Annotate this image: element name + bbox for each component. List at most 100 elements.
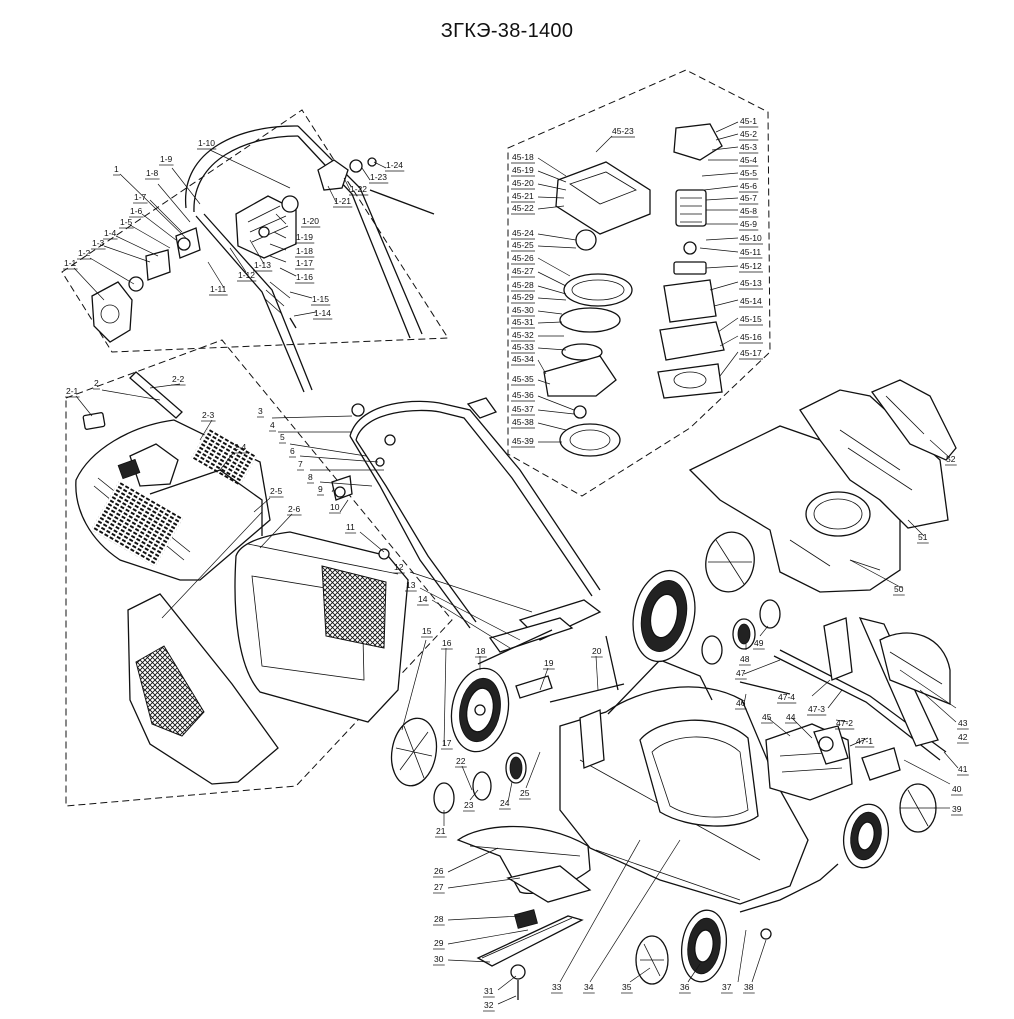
callout-2-4: 2-4 xyxy=(234,442,247,452)
callout-23: 23 xyxy=(464,800,474,810)
callout-1-15: 1-15 xyxy=(312,294,329,304)
callout-24: 24 xyxy=(500,798,510,808)
callout-1-1: 1-1 xyxy=(64,258,77,268)
callout-40: 40 xyxy=(952,784,962,794)
callout-8: 8 xyxy=(308,472,313,482)
callout-1-17: 1-17 xyxy=(296,258,313,268)
callout-45-32: 45-32 xyxy=(512,330,534,340)
callout-1-24: 1-24 xyxy=(386,160,403,170)
callout-15: 15 xyxy=(422,626,432,636)
callout-1-4: 1-4 xyxy=(104,228,117,238)
callout-31: 31 xyxy=(484,986,494,996)
callout-39: 39 xyxy=(952,804,962,814)
callout-2-5: 2-5 xyxy=(270,486,283,496)
callout-45-7: 45-7 xyxy=(740,193,757,203)
callout-1-3: 1-3 xyxy=(92,238,105,248)
callout-44: 44 xyxy=(786,712,796,722)
callout-47-2: 47-2 xyxy=(836,718,853,728)
callout-25: 25 xyxy=(520,788,530,798)
callout-45-33: 45-33 xyxy=(512,342,534,352)
rear-left-wheels xyxy=(390,667,527,814)
callout-36: 36 xyxy=(680,982,690,992)
callout-45-30: 45-30 xyxy=(512,305,534,315)
callout-9: 9 xyxy=(318,484,323,494)
callout-45-28: 45-28 xyxy=(512,280,534,290)
callout-45-17: 45-17 xyxy=(740,348,762,358)
callout-47: 47 xyxy=(736,668,746,678)
callout-45-25: 45-25 xyxy=(512,240,534,250)
blade-assembly xyxy=(456,825,592,1000)
callout-45-18: 45-18 xyxy=(512,152,534,162)
callout-1-10: 1-10 xyxy=(198,138,215,148)
callout-43: 43 xyxy=(958,718,968,728)
callout-45-9: 45-9 xyxy=(740,219,757,229)
callout-45-24: 45-24 xyxy=(512,228,534,238)
callout-47-4: 47-4 xyxy=(778,692,795,702)
callout-45-4: 45-4 xyxy=(740,155,757,165)
callout-52: 52 xyxy=(946,454,956,464)
callout-1-21: 1-21 xyxy=(334,196,351,206)
callout-45-16: 45-16 xyxy=(740,332,762,342)
callout-7: 7 xyxy=(298,459,303,469)
callout-45-14: 45-14 xyxy=(740,296,762,306)
callout-49: 49 xyxy=(754,638,764,648)
front-left-wheels xyxy=(635,863,839,985)
callout-38: 38 xyxy=(744,982,754,992)
callout-47-1: 47-1 xyxy=(856,736,873,746)
callout-20: 20 xyxy=(592,646,602,656)
callout-45-36: 45-36 xyxy=(512,390,534,400)
callout-30: 30 xyxy=(434,954,444,964)
body-shells xyxy=(688,379,957,593)
callout-45-38: 45-38 xyxy=(512,417,534,427)
mower-deck xyxy=(559,659,809,905)
callout-1: 1 xyxy=(114,164,119,174)
callout-14: 14 xyxy=(418,594,428,604)
callout-28: 28 xyxy=(434,914,444,924)
callout-13: 13 xyxy=(406,580,416,590)
callout-1-11: 1-11 xyxy=(210,284,227,294)
callout-1-12: 1-12 xyxy=(238,270,255,280)
callout-35: 35 xyxy=(622,982,632,992)
callout-1-19: 1-19 xyxy=(296,232,313,242)
catcher-mesh-side xyxy=(127,593,279,785)
callout-1-14: 1-14 xyxy=(314,308,331,318)
callout-45-11: 45-11 xyxy=(740,247,761,257)
callout-21: 21 xyxy=(436,826,446,836)
callout-45-26: 45-26 xyxy=(512,253,534,263)
motor-leader-lines-left xyxy=(537,135,613,443)
callout-1-23: 1-23 xyxy=(370,172,387,182)
grass-catcher-assembly xyxy=(75,371,409,785)
callout-45-3: 45-3 xyxy=(740,142,757,152)
callout-3: 3 xyxy=(258,406,263,416)
callout-45-1: 45-1 xyxy=(740,116,757,126)
callout-1-7: 1-7 xyxy=(134,192,147,202)
height-adjuster-and-motor-housing xyxy=(739,617,951,801)
callout-2-3: 2-3 xyxy=(202,410,215,420)
switch-box xyxy=(235,195,299,259)
callout-2-2: 2-2 xyxy=(172,374,185,384)
callout-45-2: 45-2 xyxy=(740,129,757,139)
callout-1-16: 1-16 xyxy=(296,272,313,282)
callout-47-3: 47-3 xyxy=(808,704,825,714)
callout-19: 19 xyxy=(544,658,554,668)
callout-1-6: 1-6 xyxy=(130,206,143,216)
callout-1-9: 1-9 xyxy=(160,154,173,164)
callout-22: 22 xyxy=(456,756,466,766)
cable-clip-housing xyxy=(91,281,133,343)
model-title: ЗГКЭ-38-1400 xyxy=(440,20,574,42)
callout-34: 34 xyxy=(584,982,594,992)
callout-45-5: 45-5 xyxy=(740,168,757,178)
callout-45-23: 45-23 xyxy=(612,126,634,136)
callout-41: 41 xyxy=(958,764,968,774)
callout-45-37: 45-37 xyxy=(512,404,534,414)
callout-1-20: 1-20 xyxy=(302,216,319,226)
callout-42: 42 xyxy=(958,732,968,742)
callout-45-19: 45-19 xyxy=(512,165,534,175)
callout-1-8: 1-8 xyxy=(146,168,159,178)
callout-1-2: 1-2 xyxy=(78,248,91,258)
callout-17: 17 xyxy=(442,738,452,748)
callout-1-13: 1-13 xyxy=(254,260,271,270)
callout-37: 37 xyxy=(722,982,732,992)
callout-45-39: 45-39 xyxy=(512,436,534,446)
